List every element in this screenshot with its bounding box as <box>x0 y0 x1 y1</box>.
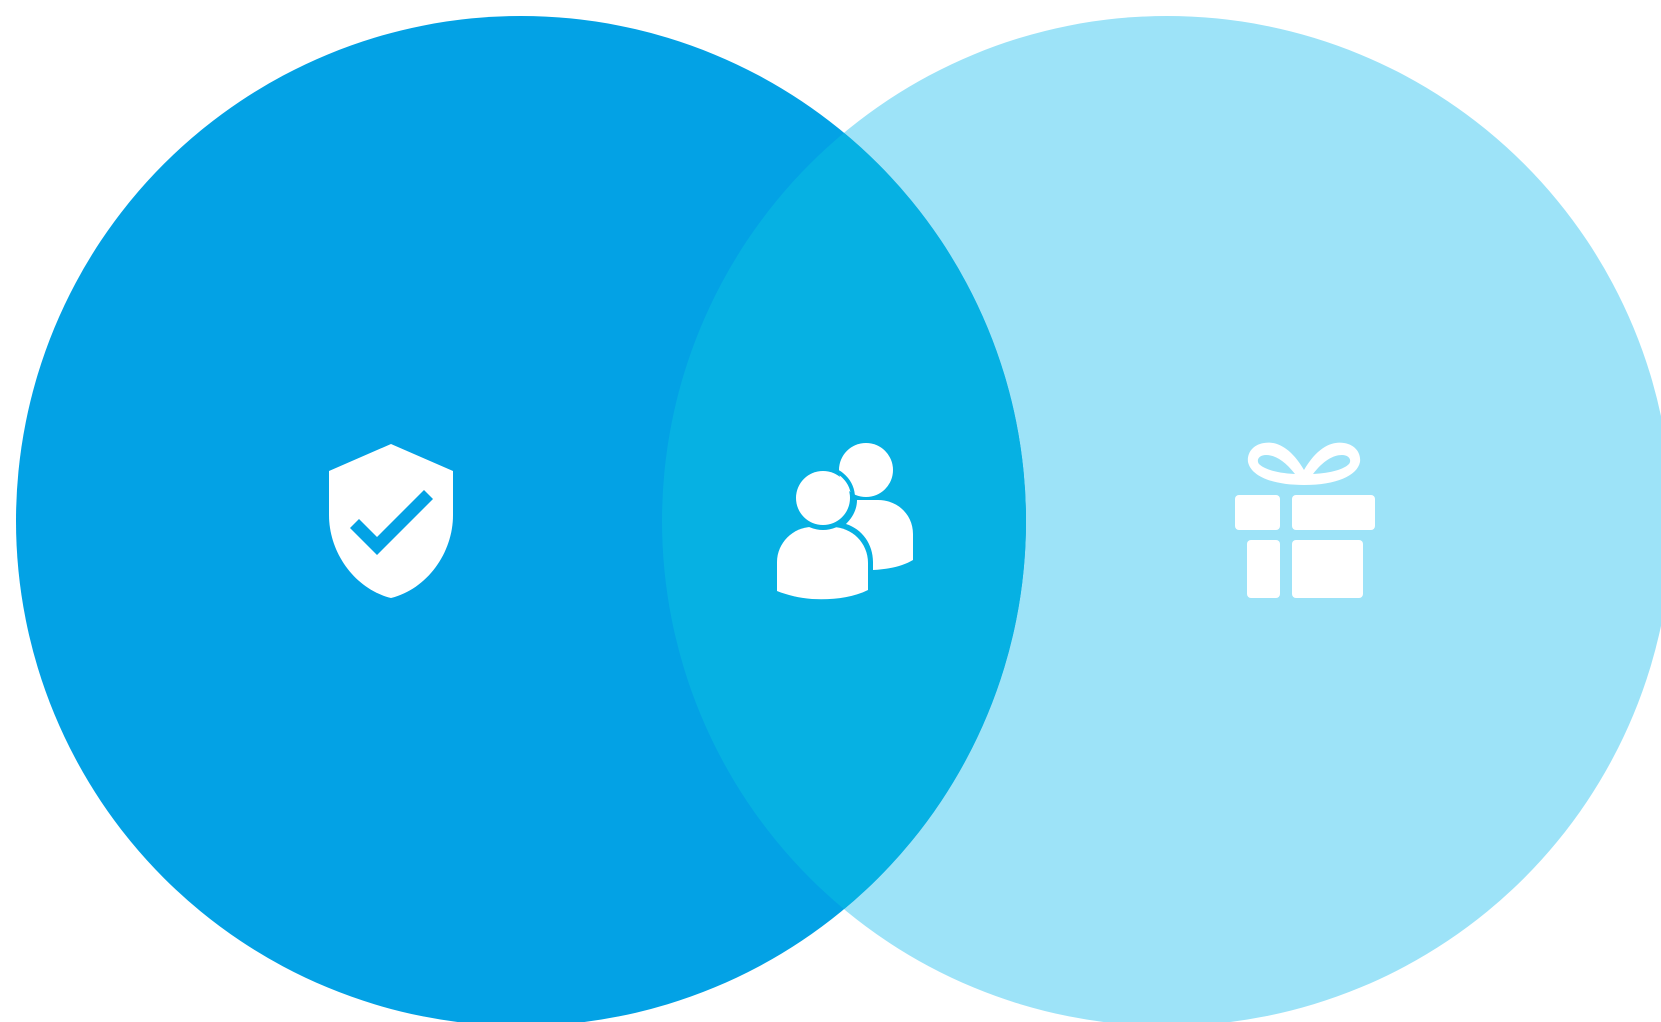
users-icon <box>777 443 913 600</box>
intersection-region <box>662 16 1026 1022</box>
gift-icon <box>1235 442 1375 598</box>
shield-check-icon <box>329 444 453 598</box>
